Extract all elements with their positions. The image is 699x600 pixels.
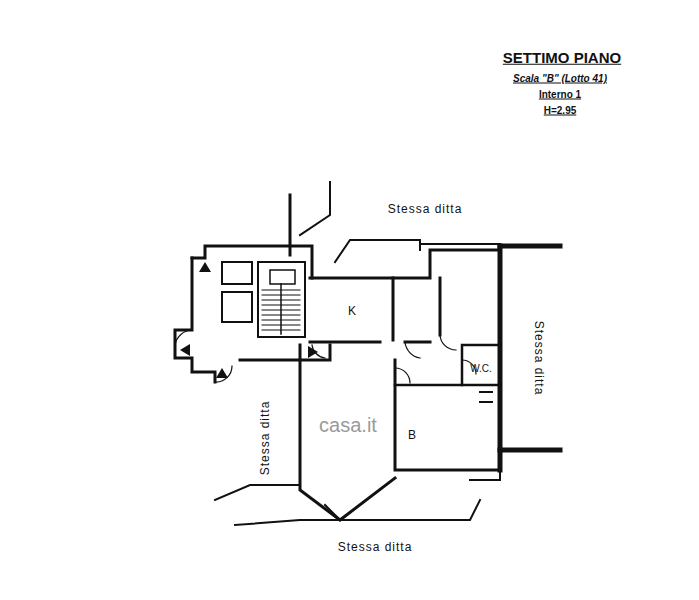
ceiling-height: H=2.95 xyxy=(544,105,577,116)
neighbour-label: Stessa ditta xyxy=(531,321,544,396)
unit-number: Interno 1 xyxy=(539,89,581,100)
neighbour-label: Stessa ditta xyxy=(388,203,463,216)
stair-note: Scala "B" (Lotto 41) xyxy=(513,73,607,84)
room-label: B xyxy=(408,429,416,442)
neighbour-label: Stessa ditta xyxy=(259,401,272,476)
room-label: K xyxy=(348,305,356,318)
plan-title: SETTIMO PIANO xyxy=(503,50,621,67)
neighbour-label: Stessa ditta xyxy=(338,541,413,554)
watermark: casa.it xyxy=(319,414,377,436)
room-label: W.C. xyxy=(470,363,492,374)
